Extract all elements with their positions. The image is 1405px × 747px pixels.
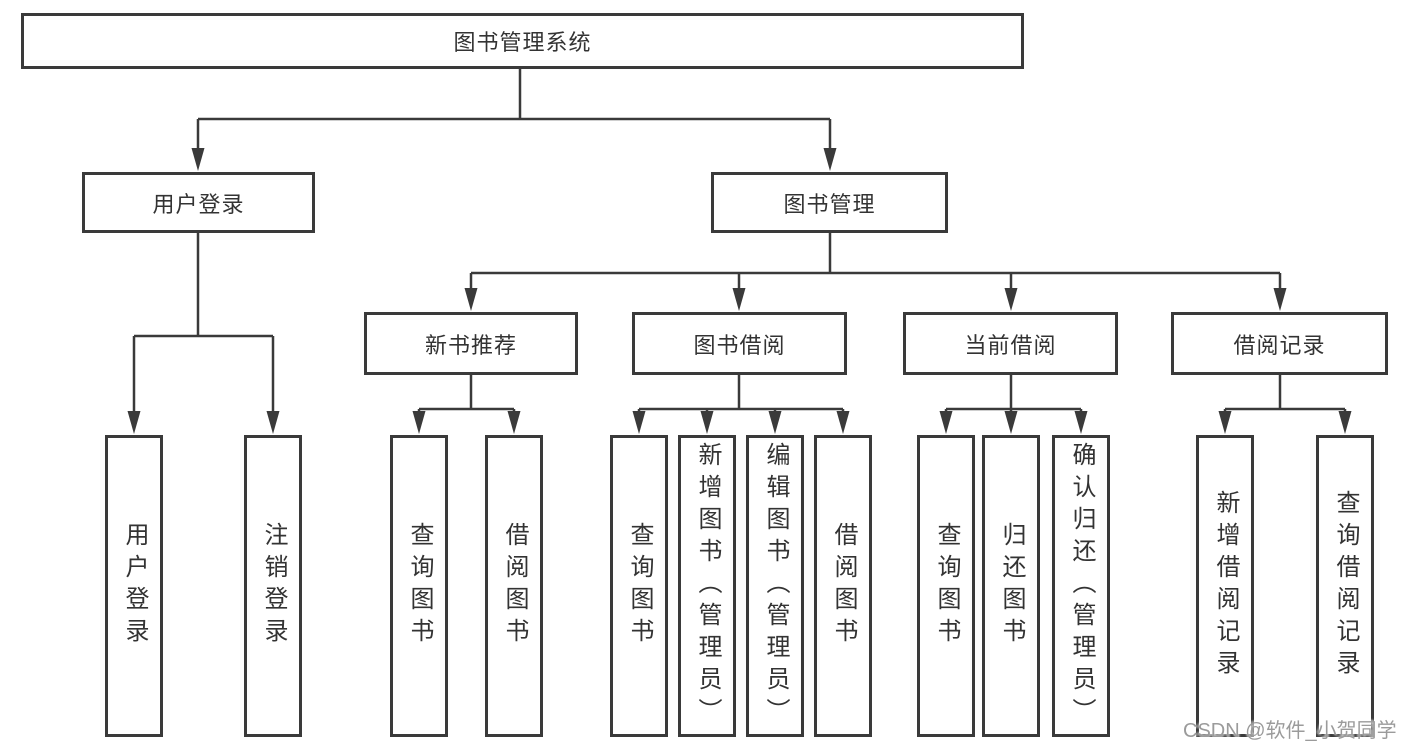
arrowheads-leaves bbox=[412, 411, 1352, 434]
leaf-query-books-current: 查询图书 bbox=[917, 435, 975, 737]
node-label: 查询图书 bbox=[406, 522, 433, 650]
node-label: 借阅图书 bbox=[830, 522, 857, 650]
connector-current-borrow-branch bbox=[944, 375, 1083, 412]
leaf-edit-book-admin: 编辑图书（管理员） bbox=[746, 435, 804, 737]
leaf-return-books: 归还图书 bbox=[982, 435, 1040, 737]
leaf-query-books-borrow: 查询图书 bbox=[610, 435, 668, 737]
leaf-query-borrow-record: 查询借阅记录 bbox=[1316, 435, 1374, 737]
node-label: 编辑图书（管理员） bbox=[762, 442, 789, 730]
node-label: 借阅图书 bbox=[501, 522, 528, 650]
node-label: 查询图书 bbox=[626, 522, 653, 650]
connector-book-borrow-branch bbox=[637, 375, 845, 412]
node-borrow-records: 借阅记录 bbox=[1171, 312, 1388, 375]
arrowheads-user-login-branch bbox=[127, 411, 280, 434]
leaf-user-login: 用户登录 bbox=[105, 435, 163, 737]
node-label: 归还图书 bbox=[998, 522, 1025, 650]
node-label: 新增借阅记录 bbox=[1212, 490, 1239, 682]
node-label: 用户登录 bbox=[152, 191, 245, 217]
leaf-query-books-recommend: 查询图书 bbox=[390, 435, 448, 737]
node-label: 用户登录 bbox=[121, 522, 148, 650]
node-label: 确认归还（管理员） bbox=[1068, 442, 1095, 730]
connector-user-login-branch bbox=[132, 233, 275, 412]
connector-root-to-level2 bbox=[196, 69, 832, 150]
node-label: 查询图书 bbox=[933, 522, 960, 650]
node-label: 注销登录 bbox=[260, 522, 287, 650]
node-label: 图书借阅 bbox=[693, 332, 786, 358]
connector-borrow-records-branch bbox=[1223, 375, 1347, 412]
node-user-login: 用户登录 bbox=[82, 172, 315, 233]
node-label: 新增图书（管理员） bbox=[694, 442, 721, 730]
node-label: 图书管理系统 bbox=[453, 30, 592, 55]
leaf-borrow-books-recommend: 借阅图书 bbox=[485, 435, 543, 737]
arrowheads-level3 bbox=[464, 288, 1287, 311]
csdn-watermark: CSDN @软件_小贺同学 bbox=[1183, 720, 1397, 742]
node-book-management: 图书管理 bbox=[711, 172, 948, 233]
node-label: 图书管理 bbox=[783, 191, 876, 217]
node-label: 当前借阅 bbox=[964, 332, 1057, 358]
connector-book-management-branch bbox=[469, 233, 1282, 290]
node-book-borrow: 图书借阅 bbox=[632, 312, 847, 375]
arrowheads-level2 bbox=[191, 148, 837, 171]
leaf-logout: 注销登录 bbox=[244, 435, 302, 737]
leaf-add-book-admin: 新增图书（管理员） bbox=[678, 435, 736, 737]
node-new-book-recommend: 新书推荐 bbox=[364, 312, 578, 375]
leaf-borrow-books: 借阅图书 bbox=[814, 435, 872, 737]
node-root-library-system: 图书管理系统 bbox=[21, 13, 1024, 69]
node-label: 新书推荐 bbox=[424, 332, 517, 358]
connector-new-book-branch bbox=[417, 375, 516, 412]
node-label: 借阅记录 bbox=[1233, 332, 1326, 358]
node-label: 查询借阅记录 bbox=[1332, 490, 1359, 682]
leaf-add-borrow-record: 新增借阅记录 bbox=[1196, 435, 1254, 737]
leaf-confirm-return-admin: 确认归还（管理员） bbox=[1052, 435, 1110, 737]
node-current-borrow: 当前借阅 bbox=[903, 312, 1118, 375]
